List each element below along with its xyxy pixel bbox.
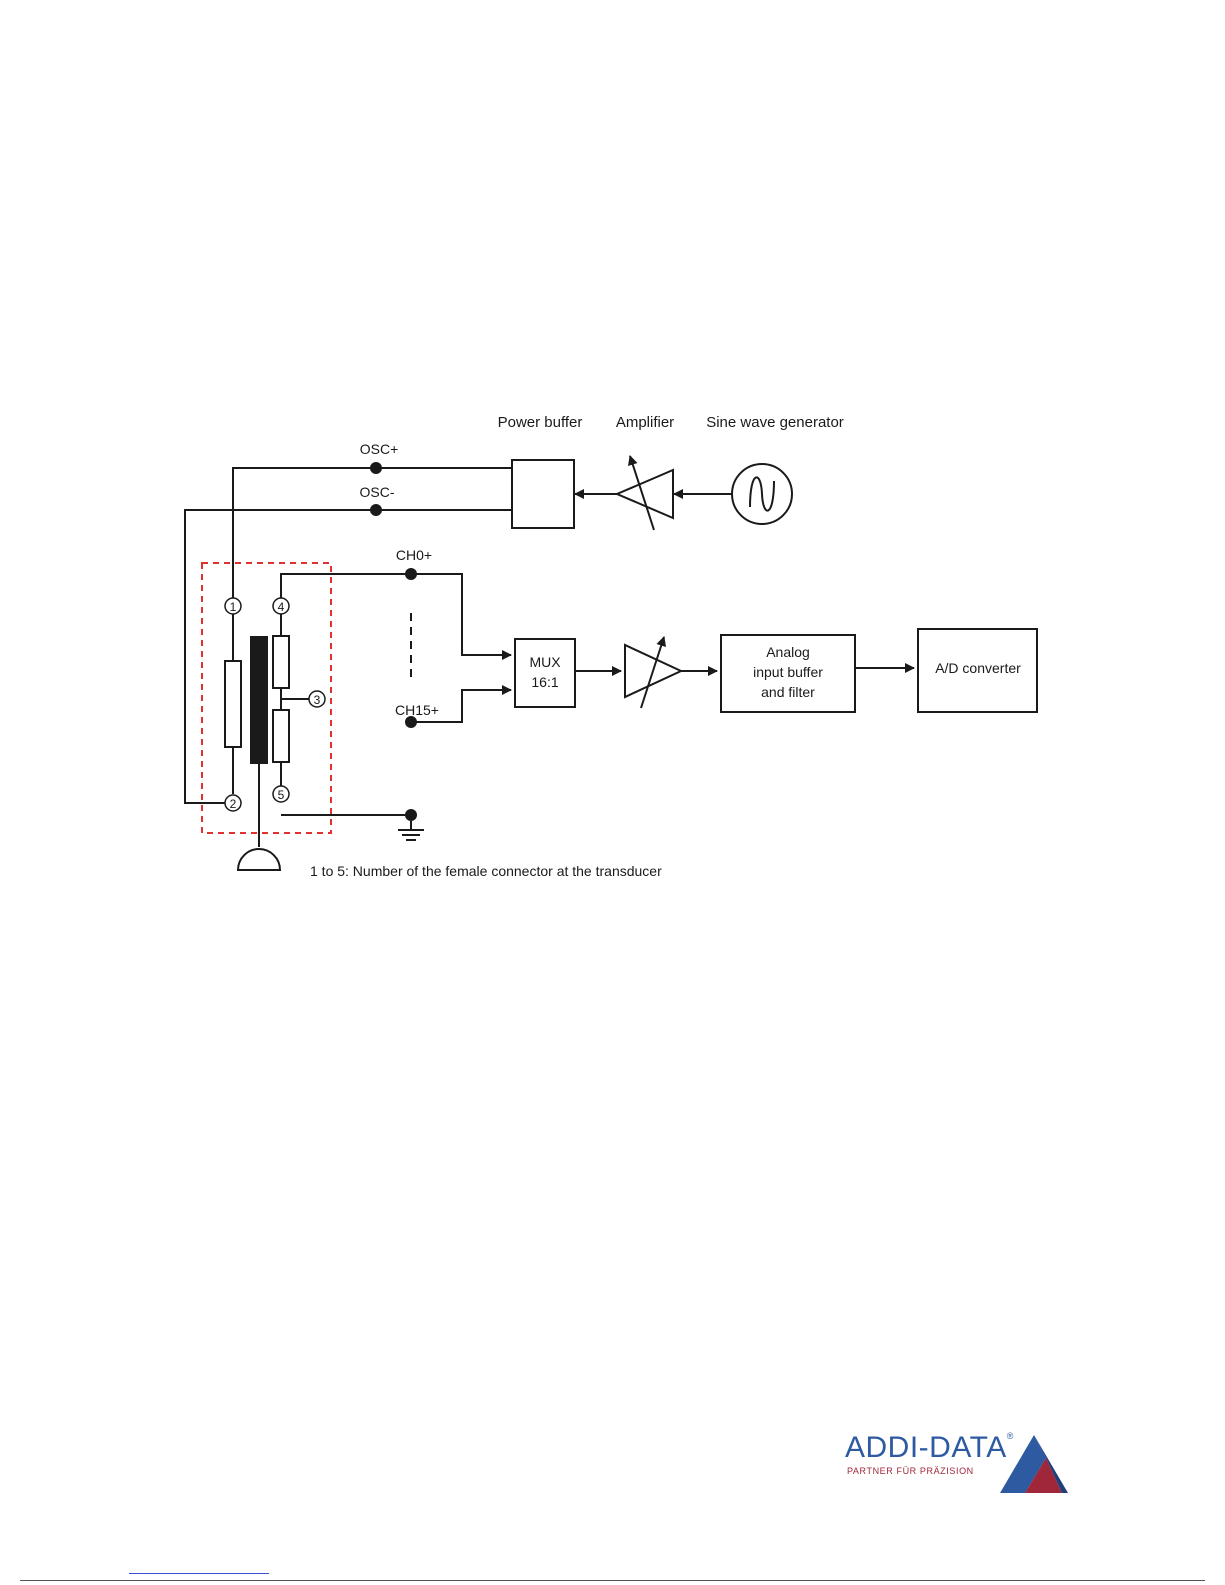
footer-link-line (129, 1573, 269, 1574)
pin-2-marker: 2 (225, 795, 241, 811)
osc-minus-terminal (370, 504, 382, 516)
pin-4-label: 4 (278, 600, 285, 614)
ch0-terminal (405, 568, 417, 580)
osc-plus-terminal (370, 462, 382, 474)
ch0-label: CH0+ (396, 547, 432, 563)
analog-label-line3: and filter (761, 684, 815, 700)
ch0-wire (281, 574, 511, 655)
analog-label-line1: Analog (766, 644, 810, 660)
sine-wave-generator-label: Sine wave generator (706, 414, 844, 431)
logo-registered: ® (1007, 1431, 1014, 1441)
secondary-coil-upper (273, 636, 289, 688)
ad-converter-label: A/D converter (935, 660, 1021, 676)
transducer-core (250, 636, 268, 764)
logo-name: ADDI-DATA (845, 1431, 1007, 1464)
pin-4-marker: 4 (273, 598, 289, 614)
osc-plus-label: OSC+ (360, 441, 399, 457)
pin-3-marker: 3 (309, 691, 325, 707)
secondary-coil-lower (273, 710, 289, 762)
analog-label-line2: input buffer (753, 664, 823, 680)
pin-1-marker: 1 (225, 598, 241, 614)
amplifier-label: Amplifier (616, 414, 674, 431)
osc-minus-label: OSC- (360, 484, 395, 500)
addi-data-logo: ADDI-DATA® (845, 1431, 1014, 1465)
pin-3-label: 3 (314, 693, 321, 707)
power-buffer-box (512, 460, 574, 528)
connector-legend-note: 1 to 5: Number of the female connector a… (310, 863, 662, 879)
osc-minus-wire (185, 510, 512, 803)
pin-1-label: 1 (230, 600, 237, 614)
footer-rule (20, 1580, 1205, 1581)
ch15-label: CH15+ (395, 702, 439, 718)
mux-box (515, 639, 575, 707)
ground-icon (398, 821, 424, 840)
mux-label-line2: 16:1 (531, 674, 558, 690)
pin-5-marker: 5 (273, 786, 289, 802)
primary-coil (225, 661, 241, 747)
power-buffer-label: Power buffer (498, 414, 583, 431)
logo-tagline: PARTNER FÜR PRÄZISION (847, 1466, 974, 1476)
amplifier-triangle (617, 470, 673, 518)
pin-5-label: 5 (278, 788, 285, 802)
pin-2-label: 2 (230, 797, 237, 811)
ground-terminal (405, 809, 417, 821)
mux-label-line1: MUX (529, 654, 561, 670)
probe-tip (238, 849, 280, 870)
